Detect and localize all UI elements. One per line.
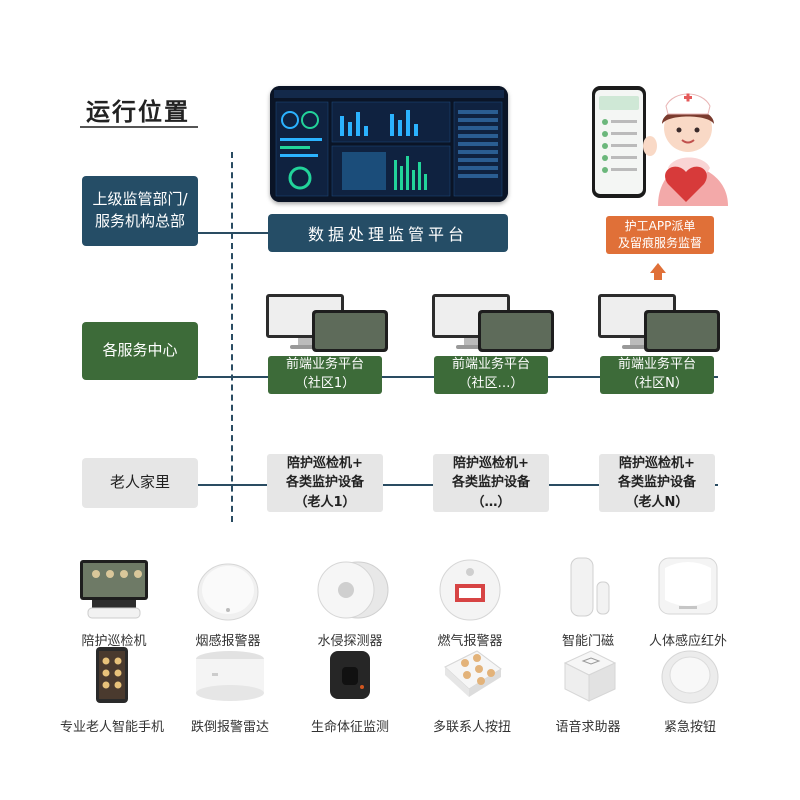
touch-terminal-icon [644,310,720,352]
device-voice-help: 语音求助器 [528,642,648,735]
home1-line1: 陪护巡检机+ [287,455,363,471]
multi-contact-button-icon [444,650,502,697]
device-label: 专业老人智能手机 [59,720,164,735]
homen-line3: （老人N） [625,494,689,510]
service-platform-1: 前端业务平台 （社区1） [268,356,382,394]
device-label: 语音求助器 [555,720,621,735]
device-label: 智能门磁 [561,634,614,649]
device-emergency-button: 紧急按钮 [630,642,750,735]
device-water-leak: 水侵探测器 [290,556,410,649]
service-platform-n: 前端业务平台 （社区N） [600,356,714,394]
category-home-label: 老人家里 [109,473,170,492]
svcn-line1: 前端业务平台 [617,357,696,373]
device-label: 燃气报警器 [437,634,503,649]
touch-terminal-icon [478,310,554,352]
category-service-centers: 各服务中心 [82,322,198,380]
home1-line3: （老人1） [294,494,356,510]
monitor-base [290,345,320,349]
device-vital-monitor: 生命体征监测 [290,642,410,735]
service-station-2 [432,290,554,352]
category-elder-home: 老人家里 [82,458,198,508]
nurse-app-box: 护工APP派单 及留痕服务监督 [606,216,714,254]
page-title: 运行位置 [86,98,190,126]
device-pir-sensor: 人体感应红外 [628,556,748,649]
device-label: 跌倒报警雷达 [190,720,269,735]
home-devices-2: 陪护巡检机+ 各类监护设备 （…） [433,454,549,512]
connector-upper [198,232,268,234]
pir-sensor-icon [658,557,718,615]
device-multi-contact: 多联系人按扭 [412,642,532,735]
device-label: 烟感报警器 [195,634,261,649]
title-underline [80,126,198,128]
category-upper-dept: 上级监管部门/ 服务机构总部 [82,176,198,246]
category-upper-line1: 上级监管部门/ [92,190,188,209]
device-label: 水侵探测器 [317,634,383,649]
home1-line2: 各类监护设备 [285,475,364,491]
service-platform-2: 前端业务平台 （社区…） [434,356,548,394]
water-leak-detector-icon [317,561,389,619]
svc2-line1: 前端业务平台 [451,357,530,373]
service-station-1 [266,290,388,352]
inspection-tablet-icon [80,560,148,619]
home-devices-n: 陪护巡检机+ 各类监护设备 （老人N） [599,454,715,512]
home2-line1: 陪护巡检机+ [453,455,529,471]
smoke-detector-icon [197,563,259,621]
device-door-sensor: 智能门磁 [528,556,648,649]
device-label: 生命体征监测 [310,720,389,735]
device-smoke-detector: 烟感报警器 [168,556,288,649]
dashboard-graphic [270,86,508,202]
dashed-divider [231,152,233,522]
up-arrow-icon [650,263,666,273]
device-elder-phone: 专业老人智能手机 [52,642,172,735]
dashboard-screenshot [270,86,508,202]
home2-line2: 各类监护设备 [451,475,530,491]
monitor-base [456,345,486,349]
svc1-line2: （社区1） [294,376,356,391]
monitor-base [622,345,652,349]
vital-monitor-icon [330,651,370,699]
data-platform-box: 数据处理监管平台 [268,214,508,252]
device-label: 多联系人按扭 [432,720,511,735]
nurse-app-line2: 及留痕服务监督 [617,236,702,250]
gas-alarm-icon [439,559,501,621]
homen-line2: 各类监护设备 [617,475,696,491]
category-upper-line2: 服务机构总部 [94,212,185,230]
touch-terminal-icon [312,310,388,352]
nurse-illustration-icon [643,93,728,206]
fall-radar-icon [196,651,264,701]
emergency-button-icon [661,650,719,704]
svc1-line1: 前端业务平台 [285,357,364,373]
home-devices-1: 陪护巡检机+ 各类监护设备 （老人1） [267,454,383,512]
device-inspection-tablet: 陪护巡检机 [54,556,174,649]
category-centers-label: 各服务中心 [102,341,178,360]
device-label: 陪护巡检机 [81,634,147,649]
device-label: 紧急按钮 [663,720,716,735]
app-phone-icon [592,86,646,198]
door-sensor-icon [570,557,610,617]
elder-phone-icon [96,647,128,703]
svc2-line2: （社区…） [458,376,524,391]
home2-line3: （…） [471,494,511,510]
device-fall-radar: 跌倒报警雷达 [170,642,290,735]
monitor-stand [630,338,644,346]
monitor-stand [298,338,312,346]
nurse-app-line1: 护工APP派单 [624,218,696,233]
up-arrow-stem [654,272,662,280]
device-gas-alarm: 燃气报警器 [410,556,530,649]
svcn-line2: （社区N） [626,376,688,391]
voice-help-icon [563,650,617,702]
device-label: 人体感应红外 [648,634,727,649]
monitor-stand [464,338,478,346]
service-station-n [598,290,720,352]
homen-line1: 陪护巡检机+ [619,455,695,471]
